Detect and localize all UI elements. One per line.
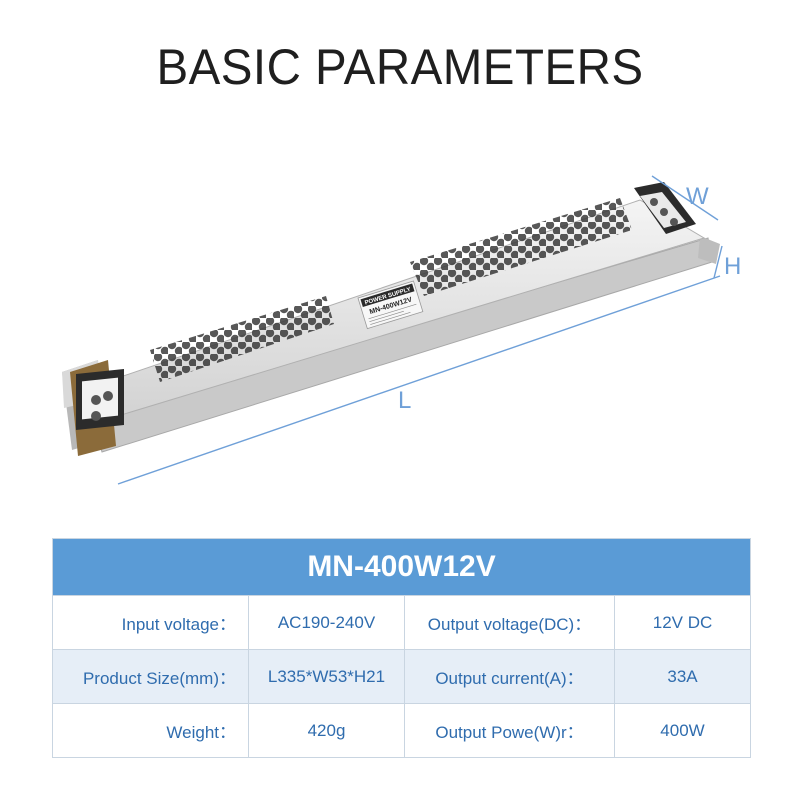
product-size-value: L335*W53*H21 bbox=[248, 649, 405, 704]
output-power-label: Output Powe(W)r： bbox=[404, 703, 615, 758]
vent-grille-right bbox=[410, 198, 632, 296]
output-voltage-label: Output voltage(DC)： bbox=[404, 595, 615, 650]
height-label: H bbox=[724, 253, 741, 280]
length-label: L bbox=[398, 387, 411, 414]
spec-table-model: MN-400W12V bbox=[51, 538, 752, 596]
table-row: Weight： 420g Output Powe(W)r： 400W bbox=[52, 703, 752, 758]
output-voltage-value: 12V DC bbox=[613, 595, 752, 650]
terminal-block-right bbox=[634, 182, 696, 234]
product-size-label: Product Size(mm)： bbox=[52, 649, 249, 704]
output-power-value: 400W bbox=[613, 703, 752, 758]
output-current-label: Output current(A)： bbox=[404, 649, 615, 704]
weight-value: 420g bbox=[248, 703, 405, 758]
terminal-block-left bbox=[70, 360, 124, 456]
dimension-lines bbox=[117, 175, 723, 485]
page-title: BASIC PARAMETERS bbox=[156, 39, 644, 95]
power-supply-diagram: POWER SUPPLY MN-400W12V L W H bbox=[62, 175, 741, 485]
input-voltage-value: AC190-240V bbox=[248, 595, 405, 650]
table-row: Input voltage： AC190-240V Output voltage… bbox=[52, 595, 752, 650]
power-supply-body bbox=[62, 199, 720, 453]
output-current-value: 33A bbox=[613, 649, 752, 704]
spec-table: MN-400W12V Input voltage： AC190-240V Out… bbox=[51, 538, 752, 758]
weight-label: Weight： bbox=[52, 703, 249, 758]
vent-grille-left bbox=[150, 296, 334, 382]
width-label: W bbox=[686, 183, 709, 210]
table-row: Product Size(mm)： L335*W53*H21 Output cu… bbox=[52, 649, 752, 704]
input-voltage-label: Input voltage： bbox=[52, 595, 249, 650]
